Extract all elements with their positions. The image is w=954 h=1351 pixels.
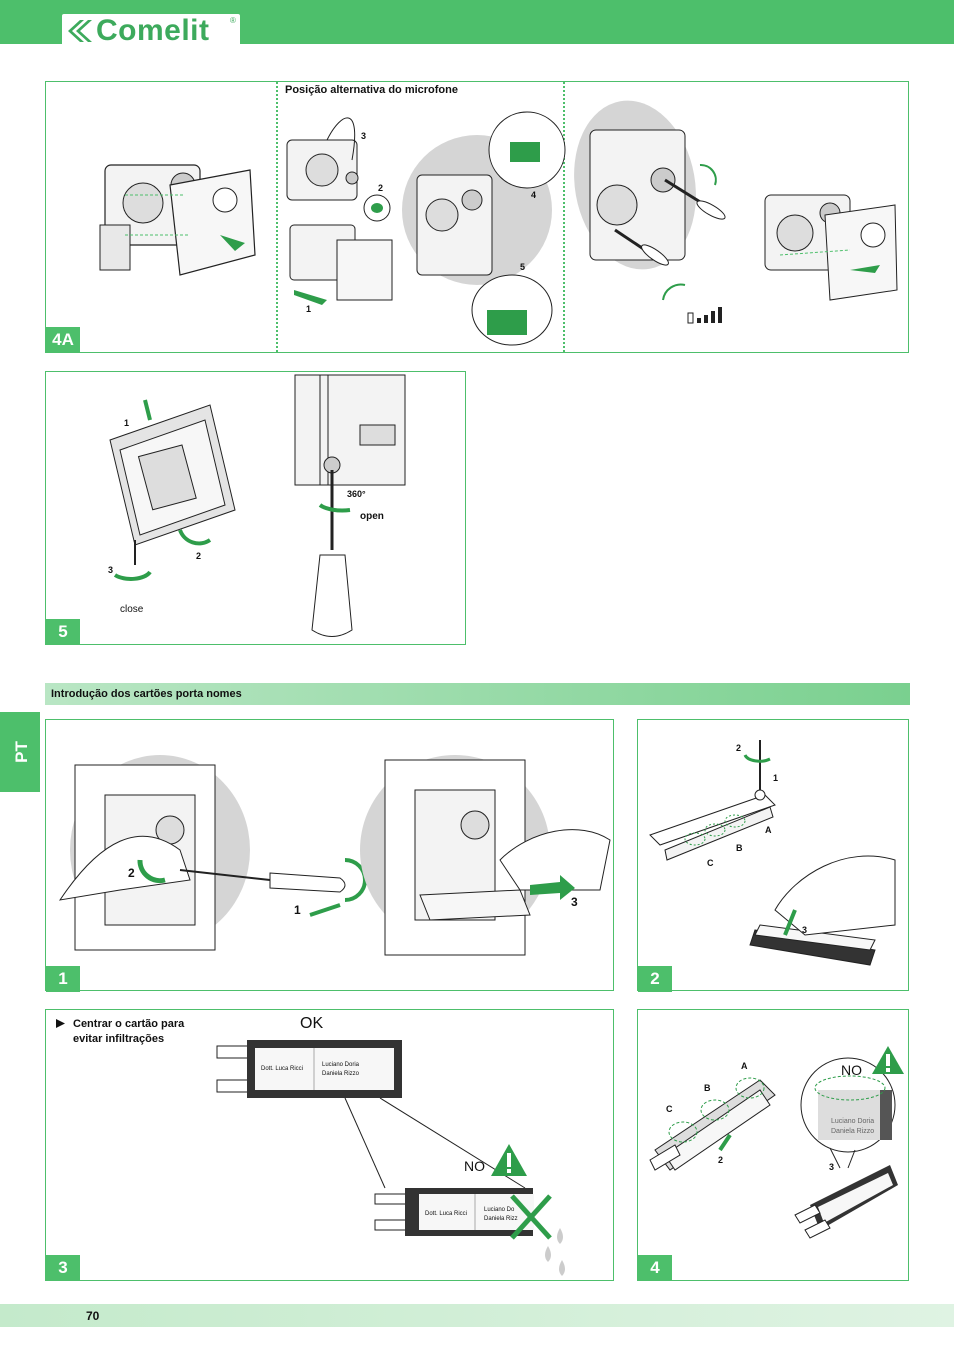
water-drops-icon <box>545 1228 565 1276</box>
close-label: close <box>120 604 144 615</box>
rotation-angle-label: 360° <box>347 489 366 499</box>
warning-icon <box>872 1046 904 1074</box>
frame-mount-illustration <box>109 399 236 581</box>
step-number: 1 <box>773 773 779 783</box>
point-label: B <box>704 1083 711 1093</box>
panel-5-badge: 5 <box>46 619 80 645</box>
step-number: 3 <box>361 131 367 141</box>
card-name-right-2: Daniela Rizz <box>484 1216 518 1222</box>
open-label: open <box>360 511 384 522</box>
point-label: A <box>765 825 772 835</box>
no-label: NO <box>841 1062 862 1078</box>
point-label: C <box>666 1104 673 1114</box>
card-insert-illustration <box>649 1077 776 1171</box>
no-label: NO <box>464 1158 485 1174</box>
page-number: 70 <box>86 1309 100 1323</box>
language-tab-label: PT <box>11 741 31 763</box>
step-number: 2 <box>718 1155 724 1165</box>
panel-4-badge: 4 <box>638 1255 672 1281</box>
step-number: 3 <box>571 895 578 909</box>
step-number: 1 <box>124 418 130 428</box>
remove-front-illustration <box>58 755 611 956</box>
step-number: 5 <box>520 262 526 272</box>
point-label: B <box>736 843 743 853</box>
panel-divider <box>276 82 278 352</box>
step-number: 3 <box>108 565 114 575</box>
microphone-alternative-illustration <box>286 111 566 346</box>
step-number: 3 <box>802 925 808 935</box>
panel-1-badge: 1 <box>46 966 80 992</box>
zoom-name-1: Luciano Doria <box>831 1118 875 1125</box>
card-incorrect-illustration <box>374 1188 534 1236</box>
brand-name: Comelit <box>96 14 210 47</box>
panel-divider <box>563 82 565 352</box>
panel-4a-badge: 4A <box>46 327 80 353</box>
step-number: 1 <box>306 304 312 314</box>
zoom-circle-illustration <box>800 1057 896 1169</box>
logo-mark-icon <box>68 20 92 42</box>
panel-2-badge: 2 <box>638 966 672 992</box>
panel-3-badge: 3 <box>46 1255 80 1281</box>
panel-4a-caption: Posição alternativa do microfone <box>285 84 458 96</box>
step-number: 2 <box>196 551 202 561</box>
card-name-right-1: Luciano Do <box>484 1207 515 1213</box>
step-number: 1 <box>294 903 301 917</box>
step-number: 3 <box>829 1162 835 1172</box>
card-name-right-1: Luciano Doria <box>322 1062 360 1068</box>
card-holder-illustration <box>649 740 896 966</box>
step-number: 4 <box>531 190 537 200</box>
registered-mark: ® <box>230 16 236 25</box>
bullet-arrow-icon <box>56 1019 65 1028</box>
card-tilted-illustration <box>794 1165 898 1239</box>
card-name-left: Dott. Luca Ricci <box>261 1066 304 1072</box>
cross-mark-icon <box>510 1194 552 1240</box>
step-number: 2 <box>128 866 135 880</box>
ok-label: OK <box>300 1015 324 1032</box>
front-reattach-illustration <box>764 194 898 301</box>
instruction-text: Centrar o cartão para evitar infiltraçõe… <box>73 1018 185 1045</box>
language-tab: PT <box>0 712 40 792</box>
warning-icon <box>491 1144 527 1176</box>
brand-logo <box>62 14 240 46</box>
point-label: A <box>741 1061 748 1071</box>
volume-adjust-illustration <box>574 100 726 324</box>
step-number: 2 <box>378 183 384 193</box>
point-label: C <box>707 858 714 868</box>
step-number: 2 <box>736 743 742 753</box>
card-name-left: Dott. Luca Ricci <box>425 1211 468 1217</box>
section-header-bar <box>45 683 910 705</box>
footer-bar <box>0 1304 954 1327</box>
section-title: Introdução dos cartões porta nomes <box>51 688 242 700</box>
screw-detail-illustration <box>294 374 406 637</box>
card-correct-illustration <box>216 1040 402 1098</box>
zoom-name-2: Daniela Rizzo <box>831 1128 875 1135</box>
intercom-unit-illustration <box>99 164 256 276</box>
card-name-right-2: Daniela Rizzo <box>322 1071 360 1077</box>
